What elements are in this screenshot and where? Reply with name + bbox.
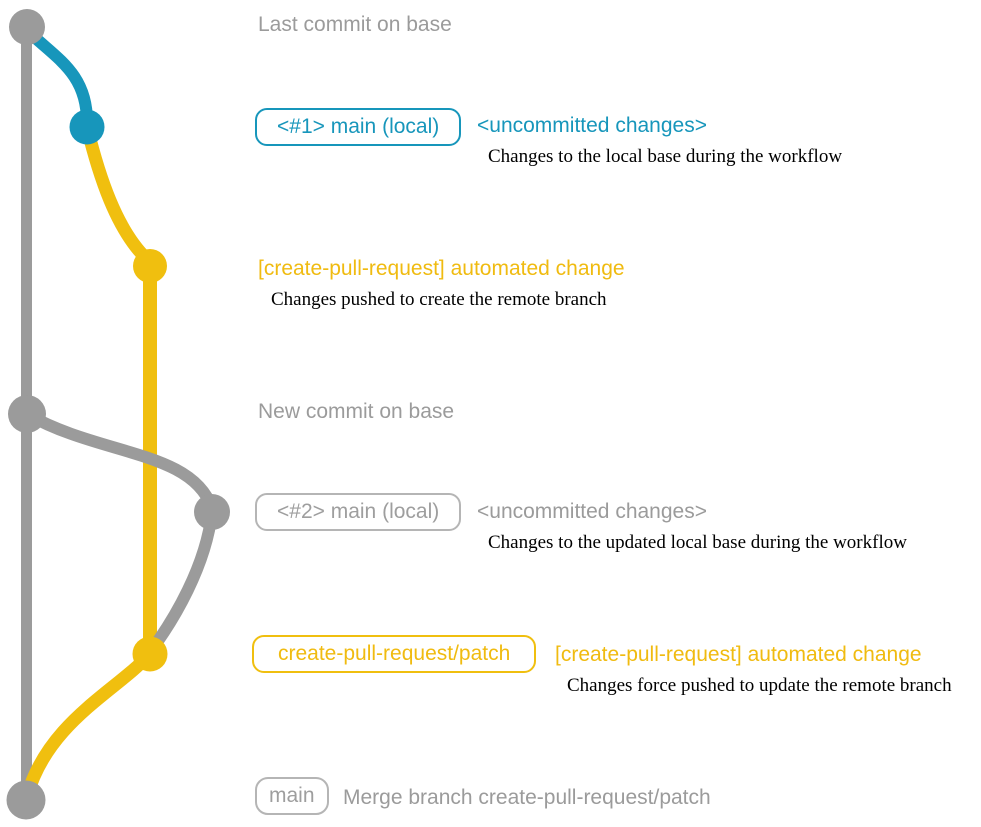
commit-desc-uncommitted-1: Changes to the local base during the wor…: [488, 146, 843, 167]
commit-title-uncommitted-2: <uncommitted changes>: [477, 500, 707, 523]
branch-badge-create-pull-request-patch: create-pull-request/patch: [252, 635, 537, 673]
branch-badge-main-local-2: <#2> main (local): [255, 493, 462, 531]
patch-branch-curve-1: [80, 120, 157, 269]
label-new-commit-on-base: New commit on base: [258, 400, 455, 423]
updated-local-branch-line-1: [21, 408, 218, 514]
commit-node-automated-change-2: [132, 636, 168, 672]
commit-node-uncommitted-2: [194, 494, 230, 530]
commit-desc-automated-change-1: Changes pushed to create the remote bran…: [271, 289, 607, 310]
commit-node-new-commit-on-base: [8, 395, 46, 433]
branch-badge-main: main: [255, 777, 329, 815]
commit-title-uncommitted-1: <uncommitted changes>: [477, 114, 707, 137]
local-main-branch-line-1: [21, 24, 93, 128]
commit-node-automated-change-1: [133, 249, 167, 283]
label-last-commit-on-base: Last commit on base: [258, 13, 452, 36]
commit-desc-automated-change-2: Changes force pushed to update the remot…: [567, 675, 952, 696]
updated-local-branch-line-2: [144, 506, 218, 658]
commit-node-uncommitted-1: [69, 109, 105, 145]
commit-node-last-commit-on-base: [9, 9, 45, 45]
label-merge-branch: Merge branch create-pull-request/patch: [343, 786, 711, 809]
commit-node-merge-commit: [6, 780, 46, 820]
patch-merge-curve: [20, 647, 157, 803]
commit-title-automated-change-1: [create-pull-request] automated change: [258, 257, 625, 280]
commit-desc-uncommitted-2: Changes to the updated local base during…: [488, 532, 907, 553]
commit-title-automated-change-2: [create-pull-request] automated change: [555, 643, 922, 666]
branch-badge-main-local-1: <#1> main (local): [255, 108, 462, 146]
